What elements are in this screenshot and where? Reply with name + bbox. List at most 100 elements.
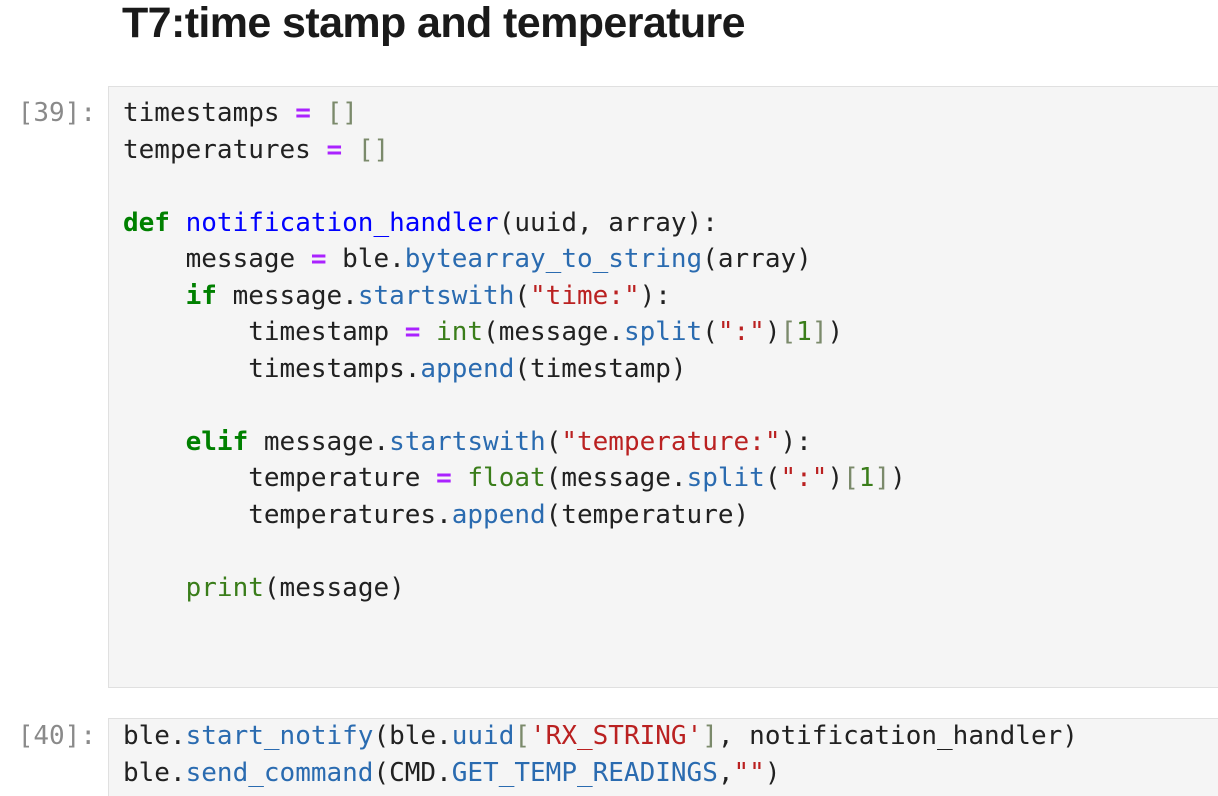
code-token: message. (216, 280, 358, 311)
code-token: ( (545, 426, 562, 457)
code-editor[interactable]: timestamps = []temperatures = [] def not… (123, 95, 906, 606)
code-token: send_command (185, 757, 374, 788)
execution-count-prompt: [39]: (17, 98, 96, 128)
code-token: "" (733, 757, 765, 788)
code-token: ble. (326, 244, 405, 274)
code-token: ble. (123, 757, 186, 788)
code-token: bytearray_to_string (404, 244, 703, 274)
code-token: ":" (717, 317, 765, 347)
code-line (123, 533, 906, 570)
code-token: = (310, 244, 327, 274)
code-token: (message. (545, 463, 687, 493)
code-token: start_notify (185, 721, 374, 751)
code-token: startswith (389, 426, 546, 457)
code-token: startswith (357, 280, 515, 311)
code-token (420, 317, 436, 347)
code-line: temperatures = [] (123, 132, 906, 169)
code-token: [ (514, 721, 531, 751)
code-line (123, 168, 906, 205)
code-line: def notification_handler(uuid, array): (123, 205, 906, 242)
code-line: timestamps = [] (123, 95, 906, 132)
code-line: message = ble.bytearray_to_string(array) (123, 241, 906, 278)
code-token: [ (780, 317, 797, 347)
code-line: if message.startswith("time:"): (123, 278, 906, 315)
code-token: split (686, 463, 765, 493)
code-token: = (436, 463, 452, 493)
code-token: ] (811, 317, 828, 347)
code-token: append (420, 353, 515, 384)
code-token (342, 135, 358, 165)
code-token: ble. (123, 721, 186, 751)
code-line: print(message) (123, 570, 906, 607)
code-token: split (623, 317, 703, 347)
code-token: timestamp (123, 317, 405, 347)
code-token: = (295, 98, 311, 128)
code-token: ) (764, 757, 781, 788)
code-token (452, 463, 468, 493)
code-token: ): (639, 280, 671, 311)
code-token: 1 (796, 317, 812, 347)
code-token: 'RX_STRING' (530, 721, 703, 751)
code-line: ble.start_notify(ble.uuid['RX_STRING'], … (123, 718, 1078, 755)
code-token (123, 281, 186, 311)
code-token (123, 573, 186, 603)
code-token: 1 (858, 463, 875, 493)
code-token: ) (827, 317, 844, 347)
code-token: = (404, 317, 421, 347)
execution-count-prompt: [40]: (17, 721, 96, 751)
code-token: message. (248, 426, 390, 457)
code-token: def (123, 207, 170, 238)
code-token: ] (702, 721, 718, 751)
code-token: "temperature:" (561, 426, 781, 457)
code-token: ] (874, 463, 891, 493)
code-cell-input[interactable] (108, 86, 1218, 688)
code-token: ( (514, 280, 531, 311)
code-token: temperature (123, 463, 437, 493)
section-heading: T7:time stamp and temperature (122, 0, 746, 47)
code-token: , (717, 757, 734, 788)
code-token: ":" (780, 463, 828, 493)
code-token (311, 98, 327, 128)
code-token: (message) (263, 572, 405, 603)
code-token: [] (326, 98, 358, 128)
code-cell-input[interactable] (108, 718, 1218, 796)
code-token: timestamps. (123, 353, 421, 384)
code-token: ): (780, 426, 812, 457)
code-token: ) (827, 463, 844, 493)
code-token: , notification_handler) (717, 721, 1078, 751)
code-token: elif (185, 426, 249, 457)
code-token: [ (843, 463, 859, 493)
code-line (123, 387, 906, 424)
code-token (170, 208, 186, 238)
code-line: timestamps.append(timestamp) (123, 351, 906, 388)
code-token: timestamps (123, 98, 296, 128)
code-token (123, 427, 186, 457)
code-token: temperatures. (123, 499, 452, 530)
code-token: ) (890, 463, 906, 493)
code-editor[interactable]: ble.start_notify(ble.uuid['RX_STRING'], … (123, 718, 1078, 791)
code-token: float (467, 463, 546, 493)
code-token: (CMD. (373, 757, 452, 788)
code-token: (array) (702, 244, 812, 274)
code-line: temperature = float(message.split(":")[1… (123, 460, 906, 497)
code-line: ble.send_command(CMD.GET_TEMP_READINGS,"… (123, 755, 1078, 792)
code-token: GET_TEMP_READINGS (451, 757, 718, 788)
code-token: temperatures (123, 134, 327, 165)
code-token: ( (764, 463, 781, 493)
code-token: ( (702, 317, 718, 347)
code-token: ) (764, 317, 781, 347)
code-line: elif message.startswith("temperature:"): (123, 424, 906, 461)
code-token: (ble. (373, 721, 452, 751)
code-token: (temperature) (545, 499, 750, 530)
code-token: message (123, 244, 311, 274)
code-token: (timestamp) (514, 353, 687, 384)
code-token: [] (357, 134, 390, 165)
code-token: uuid (451, 721, 515, 751)
code-line: temperatures.append(temperature) (123, 497, 906, 534)
code-token: append (451, 499, 546, 530)
code-token: notification_handler (185, 207, 499, 238)
code-token: (uuid, array): (498, 207, 718, 238)
code-token: = (326, 134, 343, 165)
code-token: (message. (483, 317, 624, 347)
